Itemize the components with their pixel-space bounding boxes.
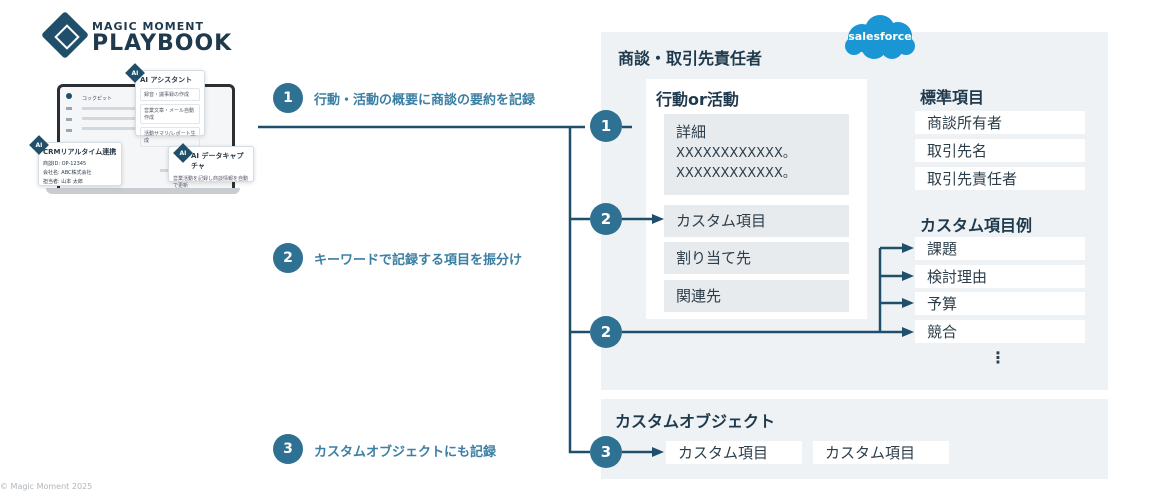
arrow-head — [902, 271, 914, 281]
crm-row: 担当者: 山本 太郎 — [43, 179, 83, 185]
arrow-head — [902, 298, 914, 308]
related-field: 関連先 — [664, 280, 849, 312]
more-indicator: ⋮ — [990, 348, 1006, 367]
salesforce-label: salesforce — [848, 30, 912, 43]
step-2-circle: 2 — [273, 243, 303, 273]
crm-card: CRMリアルタイム連携 商談ID: OP-12345 会社名: ABC株式会社 … — [38, 142, 122, 186]
step-1-label: 行動・活動の概要に商談の要約を記録 — [314, 93, 536, 108]
custom-object-title: カスタムオブジェクト — [615, 412, 776, 431]
flow-step-2-circle: 2 — [590, 203, 622, 235]
crm-title: CRMリアルタイム連携 — [43, 148, 117, 156]
custom-example-item: 予算 — [915, 292, 1085, 315]
custom-example-item: 課題 — [915, 237, 1085, 260]
step-3-circle: 3 — [273, 434, 303, 464]
custom-object-panel — [601, 399, 1108, 479]
logo-subtitle: MAGIC MOMENT — [92, 20, 204, 33]
flow-step-1-circle: 1 — [590, 110, 622, 142]
fan-branches — [880, 246, 902, 334]
flow-step-3-circle: 3 — [590, 436, 622, 468]
ai-assistant-card: AI アシスタント 録音・議事録の作成 営業文章・メール自動作成 活動サマリ/レ… — [135, 70, 205, 147]
step-2-label: キーワードで記録する項目を振分け — [314, 253, 523, 268]
custom-example-item: 検討理由 — [915, 265, 1085, 288]
ai-assistant-item: 営業文章・メール自動作成 — [140, 104, 200, 124]
standard-title: 標準項目 — [920, 88, 985, 107]
ai-data-line: 営業活動を記録し商談情報を自動で更新 — [173, 176, 249, 189]
arrow-head — [902, 327, 914, 337]
mock-line — [82, 127, 140, 130]
detail-label: 詳細 — [676, 123, 707, 141]
arrow-head — [902, 243, 914, 253]
ai-assistant-title: AI アシスタント — [140, 76, 193, 84]
detail-line: XXXXXXXXXXXX。 — [676, 146, 796, 161]
salesforce-cloud-icon — [845, 15, 915, 59]
detail-line: XXXXXXXXXXXX。 — [676, 166, 796, 181]
mock-line — [82, 107, 142, 110]
flow-step-2b-circle: 2 — [590, 316, 622, 348]
step-1-circle: 1 — [273, 83, 303, 113]
mock-line — [82, 117, 137, 120]
crm-row: 商談ID: OP-12345 — [43, 161, 87, 167]
trunk-line — [568, 127, 590, 454]
step-3-label: カスタムオブジェクトにも記録 — [314, 445, 497, 460]
standard-item: 取引先責任者 — [915, 167, 1085, 190]
logo-title: PLAYBOOK — [92, 31, 233, 56]
activity-custom-field: カスタム項目 — [664, 205, 849, 237]
standard-item: 取引先名 — [915, 139, 1085, 162]
custom-object-item: カスタム項目 — [813, 441, 949, 464]
activity-title: 行動or活動 — [656, 90, 739, 109]
ai-data-title: AI データキャプチャ — [191, 152, 244, 170]
footer-copyright: © Magic Moment 2025 — [0, 482, 93, 491]
mock-sidebar-label: コックピット — [82, 96, 113, 102]
laptop-base — [46, 188, 240, 194]
detail-field: 詳細 XXXXXXXXXXXX。 XXXXXXXXXXXX。 — [664, 114, 849, 195]
custom-object-item: カスタム項目 — [666, 441, 802, 464]
arrow-head — [652, 214, 664, 224]
mock-sidebar — [66, 93, 74, 183]
custom-examples-title: カスタム項目例 — [920, 216, 1033, 235]
ai-assistant-item: 録音・議事録の作成 — [140, 88, 200, 101]
assignee-field: 割り当て先 — [664, 242, 849, 274]
crm-row: 会社名: ABC株式会社 — [43, 170, 92, 176]
arrow-head — [652, 447, 664, 457]
custom-example-item: 競合 — [915, 320, 1085, 343]
standard-item: 商談所有者 — [915, 111, 1085, 134]
deal-panel-title: 商談・取引先責任者 — [618, 49, 763, 68]
